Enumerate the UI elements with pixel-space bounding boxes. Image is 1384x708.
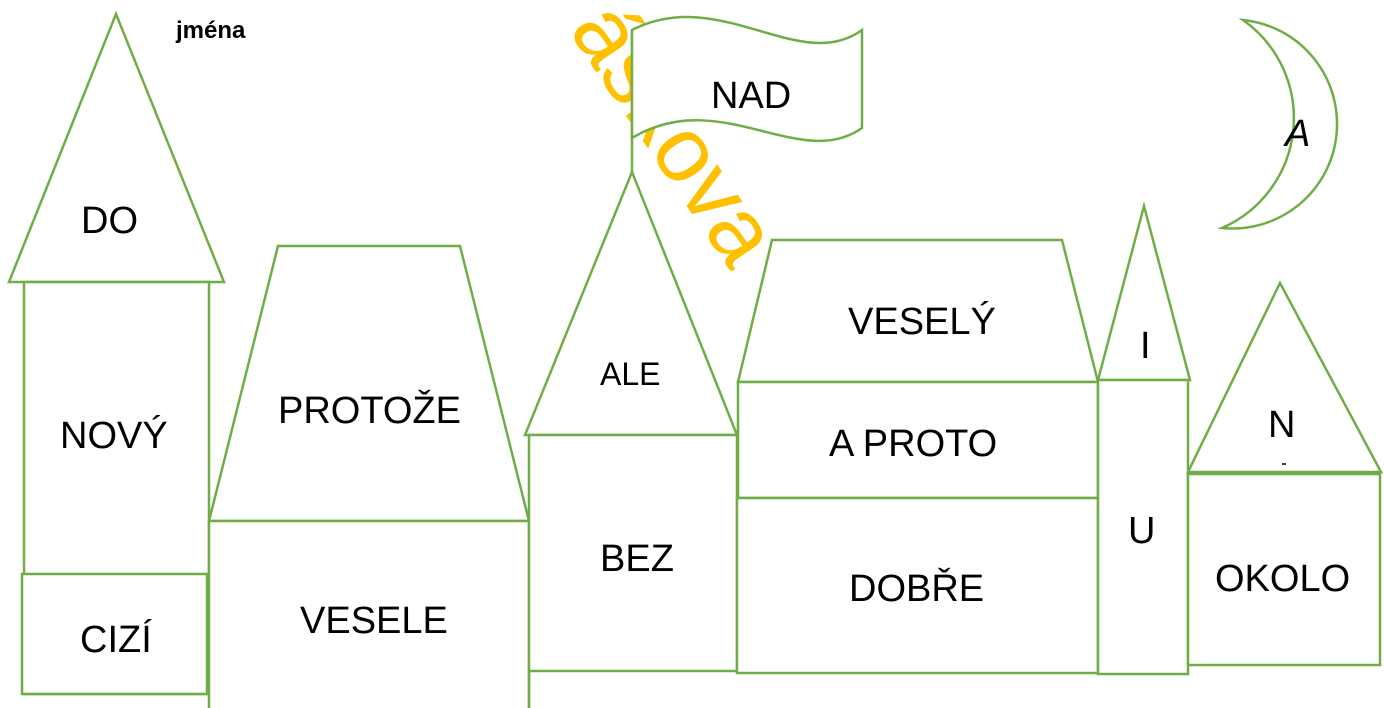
right-house-body (1186, 472, 1382, 667)
word-nad: NAD (711, 75, 791, 117)
building4-lower (735, 496, 1100, 675)
word-vesely: VESELÝ (848, 300, 996, 343)
word-do: DO (81, 200, 138, 242)
word-bez: BEZ (600, 538, 674, 580)
word-u: U (1128, 510, 1155, 552)
tower1-door (20, 572, 209, 696)
building2-roof (207, 244, 531, 523)
flag (630, 15, 864, 143)
moon-icon (1217, 18, 1339, 230)
word-i: I (1140, 325, 1151, 367)
word-protoze: PROTOŽE (278, 389, 461, 432)
word-vesele: VESELE (300, 600, 448, 642)
word-cizi: CIZÍ (80, 618, 152, 661)
building2-base (207, 519, 531, 708)
word-okolo: OKOLO (1215, 558, 1350, 600)
narrow-tower-body (1096, 378, 1190, 676)
word-n: N (1268, 404, 1295, 446)
word-dobre: DOBŘE (849, 567, 984, 610)
page-heading: jména (175, 17, 246, 44)
word-ale: ALE (600, 356, 660, 392)
right-house-roof (1186, 280, 1384, 474)
word-novy: NOVÝ (60, 414, 168, 457)
word-a: A (1283, 113, 1310, 155)
tower3-body (527, 433, 739, 673)
word-a-proto: A PROTO (829, 423, 997, 465)
